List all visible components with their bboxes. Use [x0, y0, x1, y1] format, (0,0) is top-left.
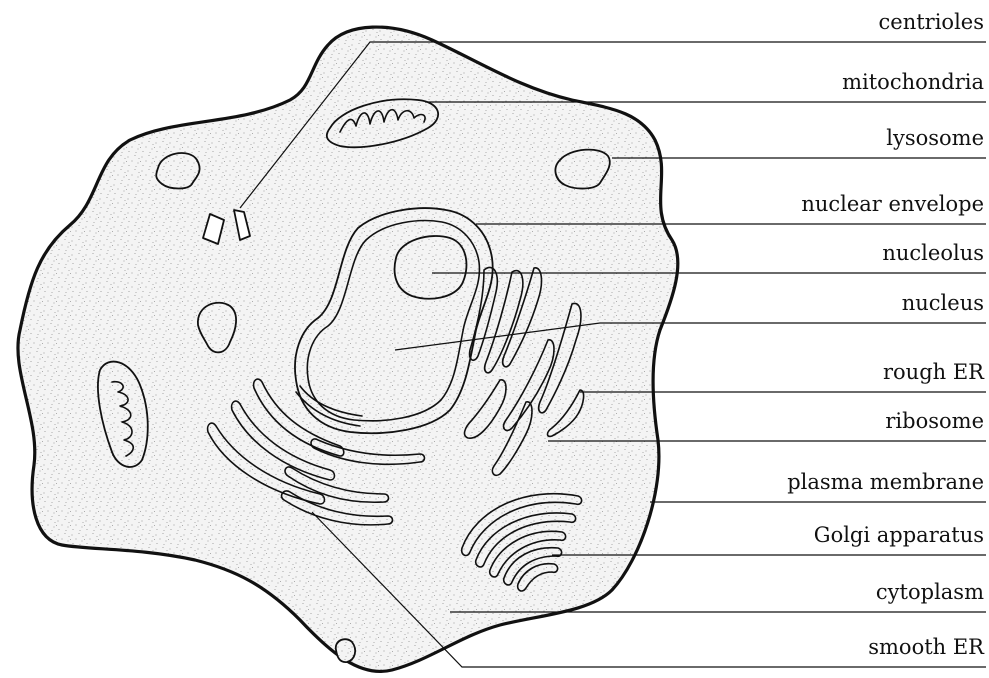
label-nucleus: nucleus [902, 291, 984, 315]
label-nuclear-envelope: nuclear envelope [801, 192, 984, 216]
label-rough-er: rough ER [883, 360, 985, 384]
vesicle-bottom [336, 639, 355, 662]
label-smooth-er: smooth ER [868, 635, 985, 659]
label-nucleolus: nucleolus [882, 241, 984, 265]
label-lysosome: lysosome [886, 126, 984, 150]
nucleolus [395, 236, 467, 299]
labels: centrioles mitochondria lysosome nuclear… [787, 10, 985, 659]
label-golgi-apparatus: Golgi apparatus [814, 523, 984, 547]
label-ribosome: ribosome [885, 409, 984, 433]
label-cytoplasm: cytoplasm [876, 580, 984, 604]
label-centrioles: centrioles [879, 10, 984, 34]
label-mitochondria: mitochondria [842, 70, 984, 94]
label-plasma-membrane: plasma membrane [787, 470, 984, 494]
